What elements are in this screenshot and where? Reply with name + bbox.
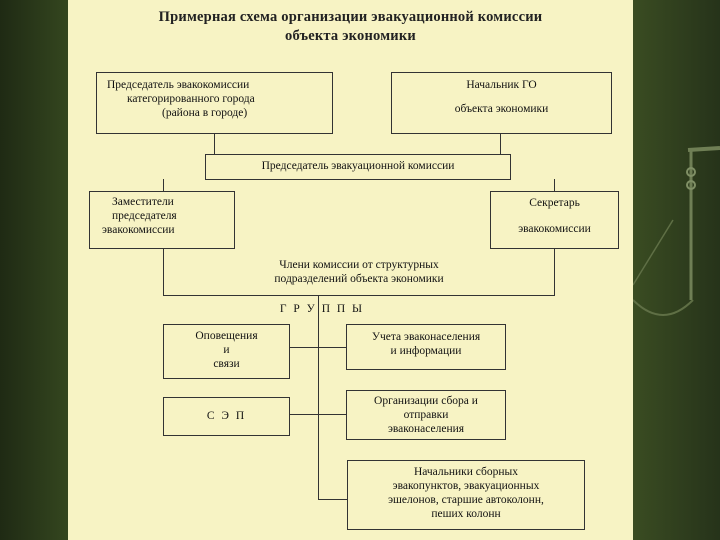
connector: [318, 296, 320, 500]
members-label: Члени комиссии от структурных подразделе…: [170, 258, 548, 286]
background-right: [633, 0, 720, 540]
groups-label: Г Р У П П Ы: [279, 303, 365, 315]
box-head-go: Начальник ГО объекта экономики: [391, 72, 612, 134]
box-chairman-commission: Председатель эвакуационной комиссии: [205, 154, 511, 180]
connector: [500, 133, 502, 154]
connector: [290, 347, 346, 349]
box-organization: Организации сбора и отправки эваконаселе…: [346, 390, 506, 440]
box-accounting: Учета эваконаселения и информации: [346, 324, 506, 370]
box-sep: С Э П: [163, 397, 290, 436]
connector: [318, 499, 348, 501]
scales-decoration-icon: [633, 146, 720, 316]
box-secretary: Секретарь эвакокомиссии: [490, 191, 619, 249]
connector: [290, 414, 346, 416]
box-chiefs: Начальники сборных эвакопунктов, эвакуац…: [347, 460, 585, 530]
background-left: [0, 0, 68, 540]
diagram-title: Примерная схема организации эвакуационно…: [158, 9, 543, 25]
connector: [163, 295, 555, 297]
diagram-subtitle: объекта экономики: [285, 28, 416, 44]
connector: [214, 133, 216, 154]
box-deputies: Заместители председателя эвакокомиссии: [89, 191, 235, 249]
box-notification: Оповещения и связи: [163, 324, 290, 379]
box-chairman-city: Председатель эвакокомиссии категорирован…: [96, 72, 333, 134]
